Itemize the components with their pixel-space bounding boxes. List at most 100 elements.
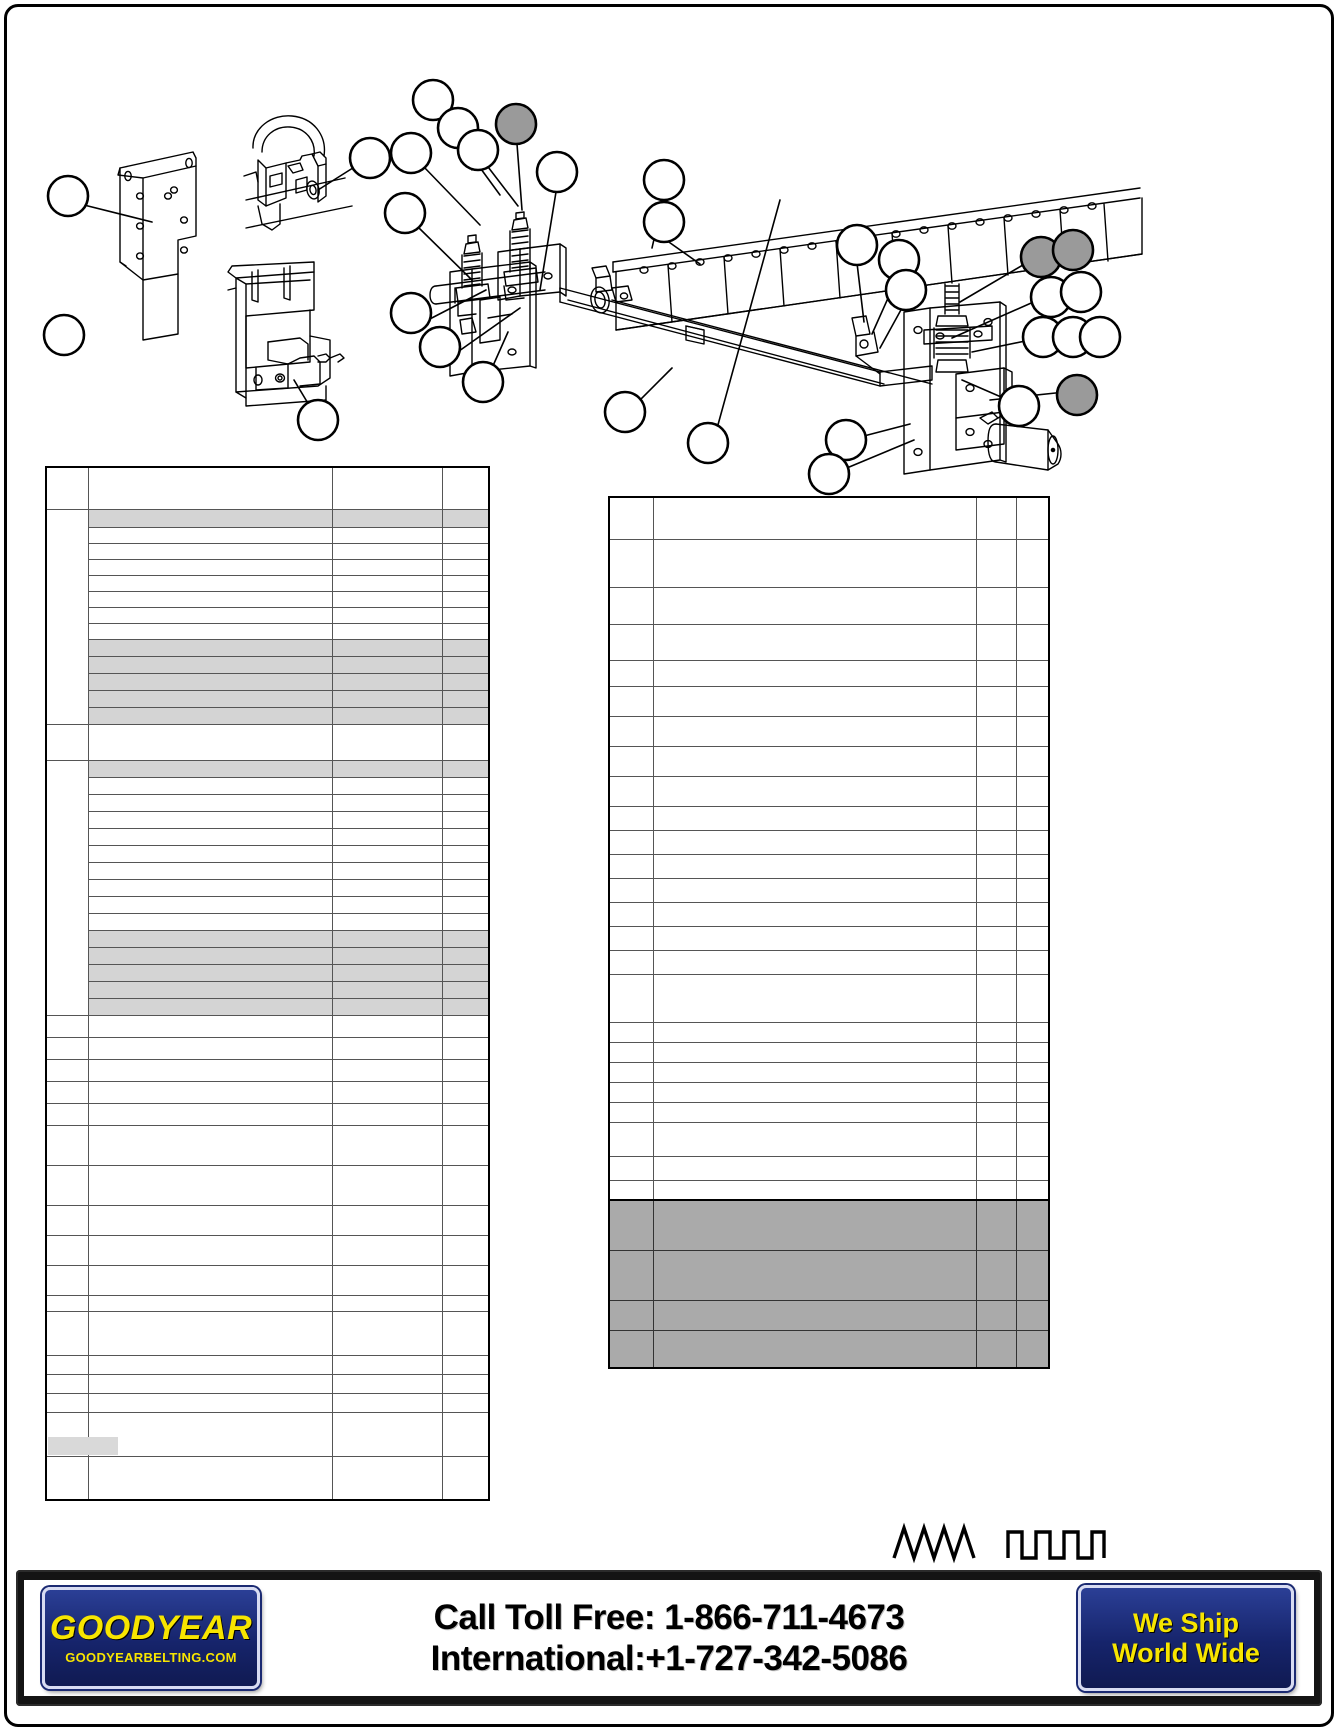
callout-bubble[interactable] bbox=[1059, 270, 1103, 314]
callout-bubble[interactable] bbox=[456, 128, 500, 172]
callout-bubble[interactable] bbox=[389, 291, 433, 335]
table-row bbox=[608, 853, 1050, 879]
table-cell bbox=[441, 895, 490, 914]
table-cell bbox=[441, 542, 490, 560]
table-cell bbox=[441, 946, 490, 965]
table-cell bbox=[652, 1299, 977, 1331]
table-cell-index bbox=[608, 685, 654, 717]
table-row bbox=[45, 1102, 490, 1126]
table-row bbox=[608, 1021, 1050, 1043]
callout-bubble[interactable] bbox=[1055, 373, 1099, 417]
table-cell bbox=[975, 1021, 1017, 1043]
table-cell bbox=[441, 980, 490, 999]
callout-bubble[interactable] bbox=[494, 102, 538, 146]
part-tensioner-left bbox=[497, 211, 567, 301]
table-cell bbox=[441, 508, 490, 528]
table-row bbox=[46, 526, 490, 544]
table-cell bbox=[652, 1061, 977, 1083]
table-cell bbox=[87, 542, 333, 560]
callout-bubble[interactable] bbox=[997, 384, 1041, 428]
table-cell bbox=[652, 715, 977, 747]
table-cell-index bbox=[45, 1264, 89, 1296]
table-cell bbox=[331, 1234, 443, 1266]
table-cell bbox=[331, 997, 443, 1016]
table-cell bbox=[441, 827, 490, 846]
page-border bbox=[4, 4, 1334, 1727]
callout-bubble[interactable] bbox=[835, 223, 879, 267]
callout-bubble[interactable] bbox=[535, 150, 579, 194]
table-cell-index bbox=[608, 1061, 654, 1083]
part-mounting-plate bbox=[117, 151, 197, 341]
table-cell bbox=[652, 1155, 977, 1181]
table-cell bbox=[441, 723, 490, 761]
table-cell bbox=[331, 1310, 443, 1356]
callout-bubble[interactable] bbox=[807, 452, 851, 496]
table-cell bbox=[87, 590, 333, 608]
table-cell-index bbox=[608, 745, 654, 777]
table-row bbox=[608, 1329, 1050, 1369]
callout-bubble[interactable] bbox=[46, 174, 90, 218]
table-cell bbox=[331, 706, 443, 725]
table-cell bbox=[652, 659, 977, 687]
table-cell bbox=[441, 590, 490, 608]
table-cell bbox=[441, 861, 490, 880]
we-ship-worldwide-badge: We Ship World Wide bbox=[1078, 1585, 1294, 1691]
table-cell-index bbox=[608, 925, 654, 951]
callout-bubble[interactable] bbox=[686, 421, 730, 465]
goodyear-logo-badge[interactable]: GOODYEAR GOODYEARBELTING.COM bbox=[42, 1587, 260, 1689]
table-cell bbox=[87, 638, 333, 657]
table-cell bbox=[441, 1080, 490, 1104]
callout-bubble[interactable] bbox=[642, 200, 686, 244]
table-cell bbox=[87, 1124, 333, 1166]
parts-list-table-left bbox=[45, 466, 490, 1501]
part-tensioner-center bbox=[449, 234, 537, 377]
table-cell bbox=[1015, 973, 1050, 1023]
table-cell bbox=[441, 466, 490, 510]
blade-profile-legend bbox=[890, 1520, 1120, 1566]
table-cell bbox=[652, 1101, 977, 1123]
callout-bubble[interactable] bbox=[411, 78, 455, 122]
callout-bubble[interactable] bbox=[1078, 315, 1122, 359]
table-cell bbox=[87, 844, 333, 863]
callout-bubble[interactable] bbox=[603, 390, 647, 434]
table-row bbox=[45, 1354, 490, 1375]
table-cell bbox=[975, 1041, 1017, 1063]
table-cell bbox=[87, 1058, 333, 1082]
table-row bbox=[46, 706, 490, 725]
phone-numbers-block: Call Toll Free: 1-866-711-4673 Internati… bbox=[260, 1597, 1078, 1680]
table-cell bbox=[87, 1164, 333, 1206]
table-cell-index bbox=[45, 1058, 89, 1082]
table-cell bbox=[331, 1373, 443, 1394]
table-cell bbox=[1015, 1155, 1050, 1181]
callout-bubble[interactable] bbox=[884, 268, 928, 312]
callout-bubble[interactable] bbox=[389, 131, 433, 175]
table-cell-index bbox=[608, 659, 654, 687]
callout-bubble[interactable] bbox=[42, 313, 86, 357]
callout-bubble[interactable] bbox=[642, 158, 686, 202]
table-cell-index bbox=[608, 877, 654, 903]
table-cell-index bbox=[45, 1080, 89, 1104]
table-row bbox=[46, 895, 490, 914]
table-cell bbox=[975, 745, 1017, 777]
table-cell bbox=[441, 689, 490, 708]
table-cell-index bbox=[608, 901, 654, 927]
callout-bubble[interactable] bbox=[1051, 228, 1095, 272]
table-cell bbox=[441, 1455, 490, 1501]
toll-free-phone[interactable]: Call Toll Free: 1-866-711-4673 bbox=[433, 1597, 905, 1637]
international-phone[interactable]: International:+1-727-342-5086 bbox=[430, 1639, 908, 1678]
table-cell bbox=[331, 963, 443, 982]
callout-bubble[interactable] bbox=[824, 418, 868, 462]
callout-bubble[interactable] bbox=[383, 191, 427, 235]
table-row bbox=[608, 1155, 1050, 1181]
callout-bubble[interactable] bbox=[296, 398, 340, 442]
table-cell bbox=[87, 1392, 333, 1413]
table-cell bbox=[441, 929, 490, 948]
callout-bubble[interactable] bbox=[461, 360, 505, 404]
parts-list-left-body bbox=[45, 466, 490, 1501]
table-row bbox=[45, 1164, 490, 1206]
callout-bubble[interactable] bbox=[348, 136, 392, 180]
table-cell bbox=[1015, 745, 1050, 777]
callout-bubble[interactable] bbox=[418, 325, 462, 369]
table-cell bbox=[87, 929, 333, 948]
